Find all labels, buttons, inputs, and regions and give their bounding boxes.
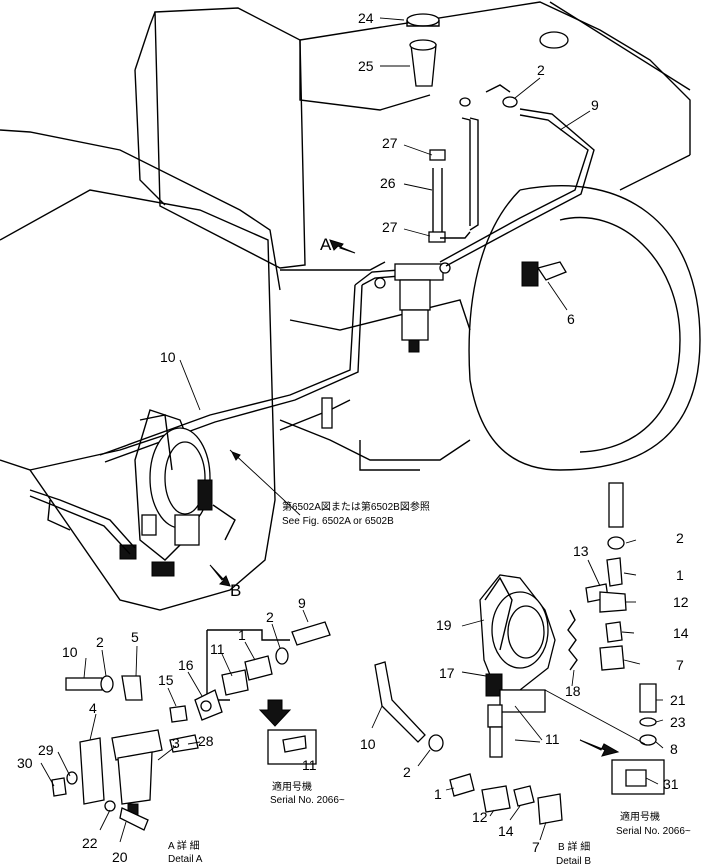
callout-10-b: 10 [360, 736, 376, 752]
callout-11-a2: 11 [302, 757, 317, 773]
callout-11-b: 11 [545, 731, 560, 747]
callout-17: 17 [439, 665, 455, 681]
callout-5: 5 [131, 629, 139, 645]
callout-20: 20 [112, 849, 128, 865]
callout-8: 8 [670, 741, 678, 757]
main-leaders [179, 17, 591, 411]
detail-b-en: Detail B [556, 856, 591, 867]
detail-a-drawing [51, 621, 331, 831]
callout-27-b: 27 [382, 219, 398, 235]
main-assembly [0, 1, 701, 611]
callout-1-b2: 1 [434, 786, 442, 802]
callout-4: 4 [89, 700, 97, 716]
callout-31: 31 [663, 776, 679, 792]
detail-b-leaders [371, 539, 664, 841]
callout-23: 23 [670, 714, 686, 730]
callout-6: 6 [567, 311, 575, 327]
callout-16: 16 [178, 657, 194, 673]
callout-2-b2: 2 [403, 764, 411, 780]
callout-26: 26 [380, 175, 396, 191]
serial-b-jp: 適用号機 [620, 810, 660, 823]
callout-1-b: 1 [676, 567, 684, 583]
detail-a-jp: A 詳 細 [168, 839, 200, 852]
callout-28-label: 28 [198, 733, 214, 749]
callout-2-a: 2 [96, 634, 104, 650]
callout-2-top: 2 [537, 62, 545, 78]
callout-9-top: 9 [591, 97, 599, 113]
callout-18: 18 [565, 683, 581, 699]
detail-a-leaders [40, 609, 309, 843]
callout-3: 3 [172, 735, 180, 751]
callout-13-b: 13 [573, 543, 589, 559]
callout-22: 22 [82, 835, 98, 851]
callout-11-a: 11 [210, 641, 225, 657]
callout-24: 24 [358, 10, 374, 26]
callout-10-main: 10 [160, 349, 176, 365]
reference-note-en: See Fig. 6502A or 6502B [282, 516, 394, 527]
callout-10-a: 10 [62, 644, 78, 660]
detail-a-en: Detail A [168, 854, 203, 865]
callout-15: 15 [158, 672, 174, 688]
labels: 24 25 2 9 27 26 27 A 6 10 第6502A図または第650… [17, 10, 691, 867]
callout-7-b: 7 [676, 657, 684, 673]
view-label-b: B [230, 581, 241, 600]
view-label-a: A [320, 235, 332, 254]
callout-14-b2: 14 [498, 823, 514, 839]
serial-b-en: Serial No. 2066~ [616, 826, 691, 837]
serial-a-en: Serial No. 2066~ [270, 795, 345, 806]
callout-30: 30 [17, 755, 33, 771]
detail-b-jp: B 詳 細 [558, 840, 590, 853]
callout-2-a2: 2 [266, 609, 274, 625]
callout-9-a: 9 [298, 595, 306, 611]
callout-1-a: 1 [238, 627, 246, 643]
callout-27-a: 27 [382, 135, 398, 151]
reference-note-jp: 第6502A図または第6502B図参照 [282, 500, 430, 513]
serial-a-jp: 適用号機 [272, 780, 312, 793]
callout-14-b: 14 [673, 625, 689, 641]
callout-19: 19 [436, 617, 452, 633]
callout-21: 21 [670, 692, 686, 708]
detail-b-drawing [374, 482, 665, 825]
callout-29: 29 [38, 742, 54, 758]
callout-2-b: 2 [676, 530, 684, 546]
callout-7-b2: 7 [532, 839, 540, 855]
callout-12-b: 12 [673, 594, 689, 610]
callout-12-b2: 12 [472, 809, 488, 825]
callout-25: 25 [358, 58, 374, 74]
